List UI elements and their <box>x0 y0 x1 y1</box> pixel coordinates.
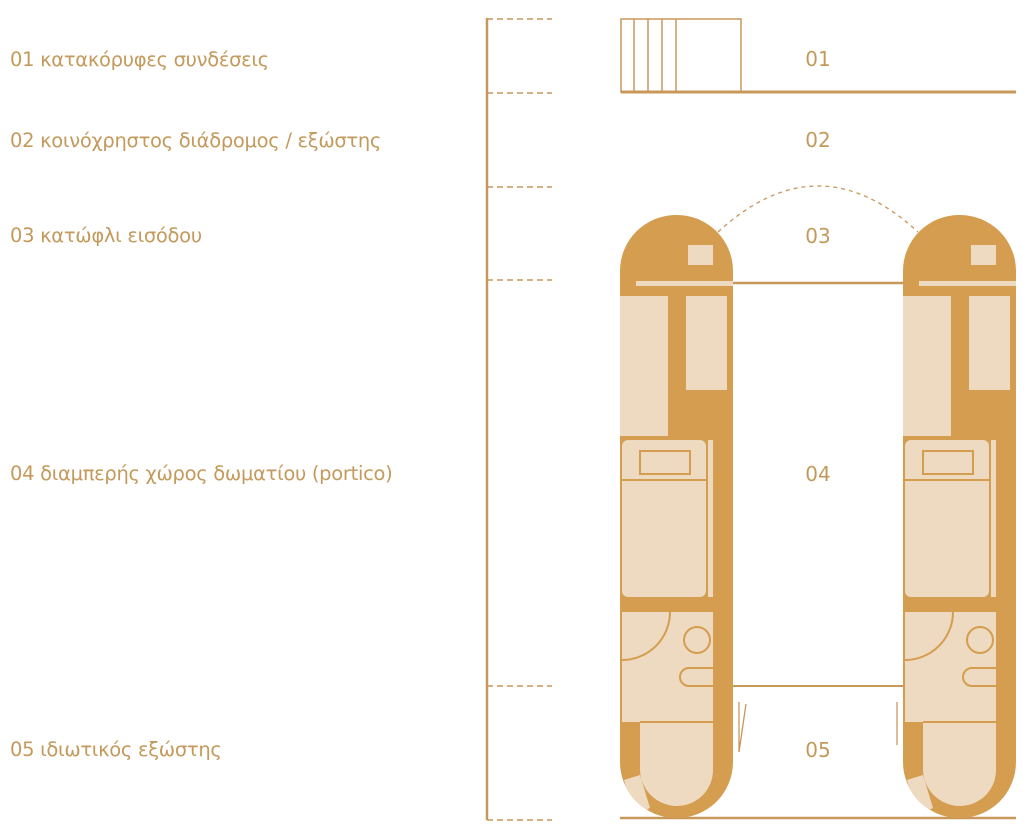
section-bracket <box>485 18 552 821</box>
zone-number-03: 03 <box>805 224 831 248</box>
entrance-arc <box>717 185 919 233</box>
legend-item-02: 02 κοινόχρηστος διάδρομος / εξώστης <box>10 129 382 152</box>
zone-number-02: 02 <box>805 128 831 152</box>
legend-item-05: 05 ιδιωτικός εξώστης <box>10 738 222 761</box>
legend-item-04: 04 διαμπερής χώρος δωματίου (portico) <box>10 462 393 485</box>
zone-number-04: 04 <box>805 462 831 486</box>
legend-item-01: 01 κατακόρυφες συνδέσεις <box>10 48 269 71</box>
room-unit-left <box>620 215 736 818</box>
zone-number-05: 05 <box>805 738 831 762</box>
balcony-door-marks <box>738 702 898 753</box>
room-unit-right <box>903 215 1019 818</box>
legend-item-03: 03 κατώφλι εισόδου <box>10 224 202 247</box>
zone-number-01: 01 <box>805 47 831 71</box>
vertical-connections-stair <box>620 18 1016 94</box>
